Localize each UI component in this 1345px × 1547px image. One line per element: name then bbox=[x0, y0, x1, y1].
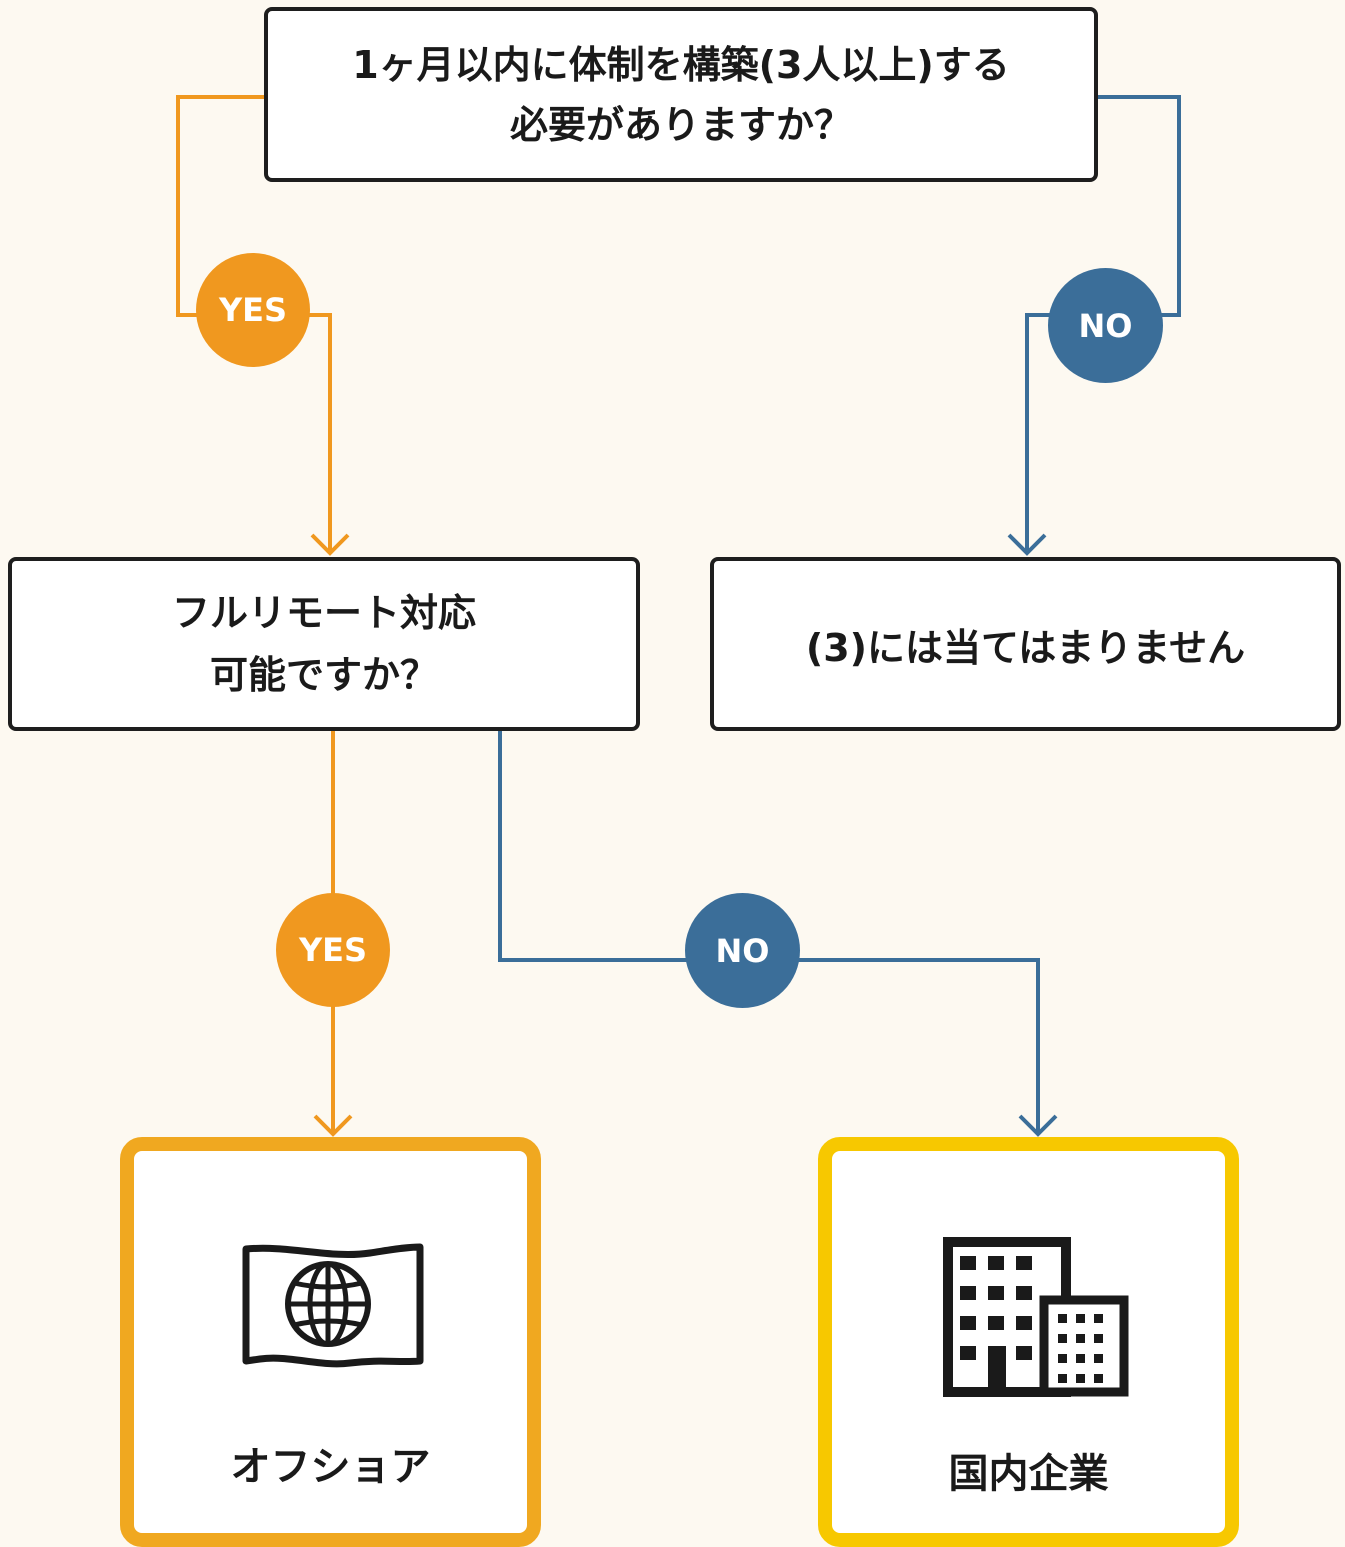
q1-yes-badge: YES bbox=[196, 253, 310, 367]
not-applicable-box: (3)には当てはまりません bbox=[710, 557, 1341, 731]
q1-yes-connector bbox=[176, 95, 332, 550]
q1-line1: 1ヶ月以内に体制を構築(3人以上)する bbox=[352, 42, 1010, 87]
q2-line1: フルリモート対応 bbox=[171, 591, 476, 635]
result-offshore-label: オフショア bbox=[230, 1444, 431, 1490]
q2-no-arrowhead bbox=[1018, 1114, 1058, 1137]
q1-no-label: NO bbox=[1078, 306, 1133, 345]
q2-no-label: NO bbox=[715, 931, 770, 970]
result-offshore: オフショア bbox=[120, 1137, 541, 1547]
q2-yes-arrowhead bbox=[313, 1114, 353, 1137]
q1-line2: 必要がありますか？ bbox=[509, 102, 852, 147]
q2-no-badge: NO bbox=[685, 893, 800, 1008]
q1-yes-arrowhead bbox=[310, 533, 350, 556]
question-team-within-month: 1ヶ月以内に体制を構築(3人以上)する 必要がありますか？ bbox=[264, 7, 1098, 182]
q1-no-arrowhead bbox=[1007, 533, 1047, 556]
result-domestic-label: 国内企業 bbox=[948, 1451, 1109, 1497]
not-applicable-text: (3)には当てはまりません bbox=[805, 625, 1246, 670]
q1-no-badge: NO bbox=[1048, 268, 1163, 383]
q2-yes-label: YES bbox=[298, 931, 368, 969]
globe-flag-icon bbox=[242, 1243, 424, 1368]
q2-yes-badge: YES bbox=[276, 893, 390, 1007]
result-domestic: 国内企業 bbox=[818, 1137, 1239, 1547]
question-full-remote: フルリモート対応 可能ですか？ bbox=[8, 557, 640, 731]
q1-yes-label: YES bbox=[218, 291, 288, 329]
office-building-icon bbox=[943, 1237, 1129, 1397]
q1-no-connector bbox=[1025, 95, 1181, 550]
q2-line2: 可能ですか？ bbox=[209, 653, 438, 697]
